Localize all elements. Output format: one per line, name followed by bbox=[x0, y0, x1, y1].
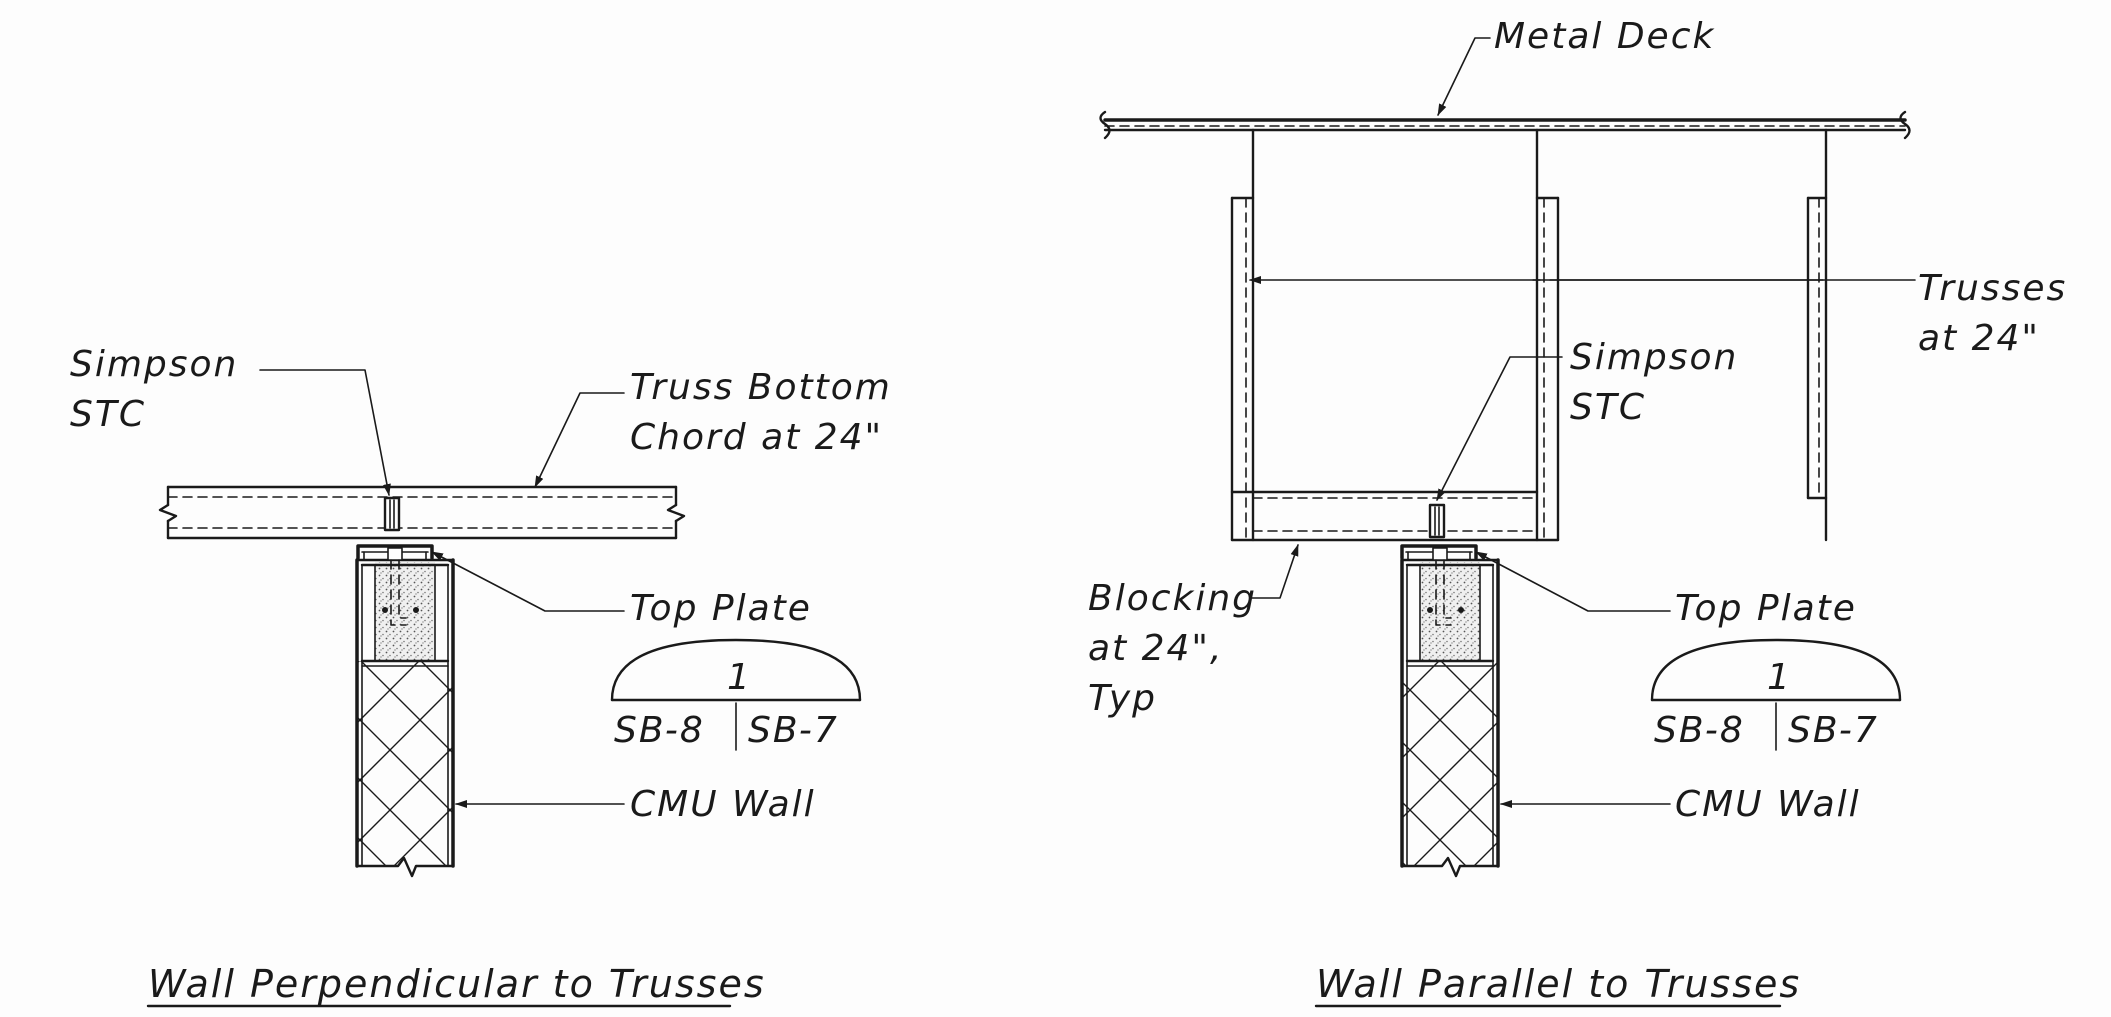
detail-wall-perpendicular: Simpson STC Truss Bottom Chord at 24" To… bbox=[70, 344, 892, 1008]
truss-middle bbox=[1535, 128, 1560, 542]
label-trusses-line2: at 24" bbox=[1918, 318, 2040, 359]
section-number: 1 bbox=[727, 657, 752, 698]
section-ref-right: SB-7 bbox=[748, 710, 839, 751]
section-number: 1 bbox=[1767, 657, 1792, 698]
label-truss-line2: Chord at 24" bbox=[630, 417, 883, 458]
blocking bbox=[1230, 490, 1560, 542]
section-marker: 1 SB-8 SB-7 bbox=[1650, 638, 1902, 751]
simpson-stc-clip bbox=[383, 496, 401, 532]
truss-right bbox=[1806, 128, 1828, 542]
simpson-stc-clip bbox=[1428, 503, 1446, 539]
metal-deck bbox=[1099, 110, 1911, 140]
leaders bbox=[1249, 37, 1916, 808]
label-cmu-wall: CMU Wall bbox=[1675, 784, 1861, 825]
leaders bbox=[259, 369, 625, 808]
truss-bottom-chord bbox=[158, 485, 686, 540]
label-simpson-line1: Simpson bbox=[1570, 337, 1738, 378]
label-metal-deck: Metal Deck bbox=[1494, 16, 1715, 57]
anchor-bolt bbox=[1427, 547, 1464, 626]
label-cmu-wall: CMU Wall bbox=[630, 784, 816, 825]
label-top-plate: Top Plate bbox=[630, 588, 812, 629]
label-trusses-line1: Trusses bbox=[1918, 268, 2067, 309]
label-blocking-line3: Typ bbox=[1088, 678, 1157, 719]
cmu-wall bbox=[355, 558, 455, 878]
anchor-bolt bbox=[382, 547, 419, 626]
truss-left bbox=[1230, 128, 1255, 542]
label-blocking-line1: Blocking bbox=[1088, 578, 1257, 619]
label-blocking-line2: at 24", bbox=[1088, 628, 1223, 669]
label-truss-line1: Truss Bottom bbox=[630, 367, 892, 408]
label-top-plate: Top Plate bbox=[1675, 588, 1857, 629]
section-ref-left: SB-8 bbox=[1654, 710, 1745, 751]
section-ref-right: SB-7 bbox=[1788, 710, 1879, 751]
detail-title: Wall Perpendicular to Trusses bbox=[148, 962, 766, 1006]
label-simpson-line1: Simpson bbox=[70, 344, 238, 385]
section-marker: 1 SB-8 SB-7 bbox=[610, 638, 862, 751]
section-ref-left: SB-8 bbox=[614, 710, 705, 751]
label-simpson-line2: STC bbox=[70, 394, 146, 435]
label-simpson-line2: STC bbox=[1570, 387, 1646, 428]
cmu-wall bbox=[1400, 558, 1500, 878]
detail-wall-parallel: Metal Deck Trusses at 24" Simpson STC Bl… bbox=[1088, 16, 2067, 1008]
detail-title: Wall Parallel to Trusses bbox=[1316, 962, 1801, 1006]
